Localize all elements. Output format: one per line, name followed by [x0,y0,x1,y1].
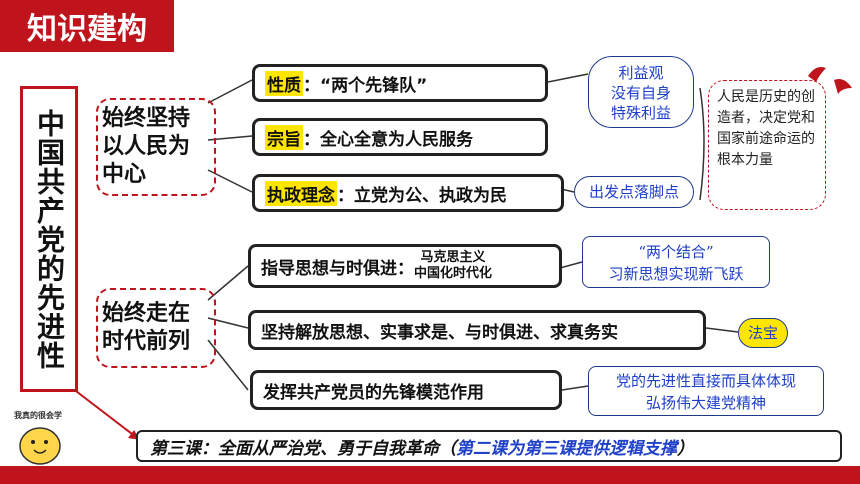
item-guiding-thought-text: 指导思想与时俱进： [261,258,414,279]
item-purpose-text: ：全心全意为人民服务 [303,129,473,150]
item-nature-key: 性质 [265,70,303,96]
note-interest-view-line1: 没有自身 [610,84,671,102]
note-magic-weapon: 法宝 [738,318,788,348]
footer-blue-text: 第二课为第三课提供逻辑支撑 [456,438,677,459]
item-governance: 执政理念 ：立党为公、执政为民 [252,174,564,212]
note-magic-weapon-text: 法宝 [747,324,778,342]
group-keep-pace: 始终走在时代前列 [96,288,216,368]
note-people-creators-text: 人民是历史的创造者，决定党和国家前途命运的根本力量 [717,89,815,168]
item-guiding-thought: 指导思想与时俱进： 马克思主义 中国化时代化 [248,244,562,288]
footer-main-text: 第三课：全面从严治党、勇于自我革命（ [150,438,456,459]
item-governance-key: 执政理念 [265,180,337,206]
note-starting-point: 出发点落脚点 [574,176,694,208]
note-interest-view: 利益观 没有自身 特殊利益 [588,56,694,128]
item-nature-text: ：“两个先锋队” [303,75,428,96]
item-vanguard-role: 发挥共产党员的先锋模范作用 [250,370,562,410]
item-emancipate-mind-text: 坚持解放思想、实事求是、与时俱进、求真务实 [261,322,618,343]
item-vanguard-role-text: 发挥共产党员的先锋模范作用 [263,382,484,403]
note-two-combinations: “两个结合” 习新思想实现新飞跃 [582,236,770,288]
footer-lesson-link: 第三课：全面从严治党、勇于自我革命（ 第二课为第三课提供逻辑支撑 ） [136,430,842,462]
note-starting-point-text: 出发点落脚点 [588,183,679,201]
item-guiding-thought-sub2: 中国化时代化 [414,266,493,281]
note-advancement: 党的先进性直接而具体体现 弘扬伟大建党精神 [588,366,824,416]
item-guiding-thought-sub: 马克思主义 中国化时代化 [414,250,492,282]
note-interest-view-line2: 特殊利益 [610,104,671,122]
group-people-centered-label: 始终坚持以人民为中心 [102,106,191,187]
item-nature: 性质 ：“两个先锋队” [252,64,548,102]
note-people-creators: 人民是历史的创造者，决定党和国家前途命运的根本力量 [708,80,826,210]
item-purpose: 宗旨 ：全心全意为人民服务 [252,118,548,156]
note-advancement-line2: 弘扬伟大建党精神 [645,394,766,412]
mascot-caption: 我真的很会学 [14,411,62,420]
mascot-icon [19,427,61,465]
header-title: 知识建构 [0,0,174,52]
bottom-bar [0,466,860,484]
group-people-centered: 始终坚持以人民为中心 [96,98,216,196]
note-two-combinations-line1: “两个结合” [638,243,714,261]
note-advancement-line1: 党的先进性直接而具体体现 [615,372,796,390]
group-keep-pace-label: 始终走在时代前列 [102,301,191,354]
footer-close-text: ） [677,438,694,459]
item-purpose-key: 宗旨 [265,124,303,150]
main-title: 中国共产党的先进性 [20,86,78,392]
note-interest-view-title: 利益观 [618,64,664,82]
item-guiding-thought-sub1: 马克思主义 [420,250,486,265]
item-emancipate-mind: 坚持解放思想、实事求是、与时俱进、求真务实 [248,310,706,350]
note-two-combinations-line2: 习新思想实现新飞跃 [608,265,744,283]
item-governance-text: ：立党为公、执政为民 [337,185,507,206]
